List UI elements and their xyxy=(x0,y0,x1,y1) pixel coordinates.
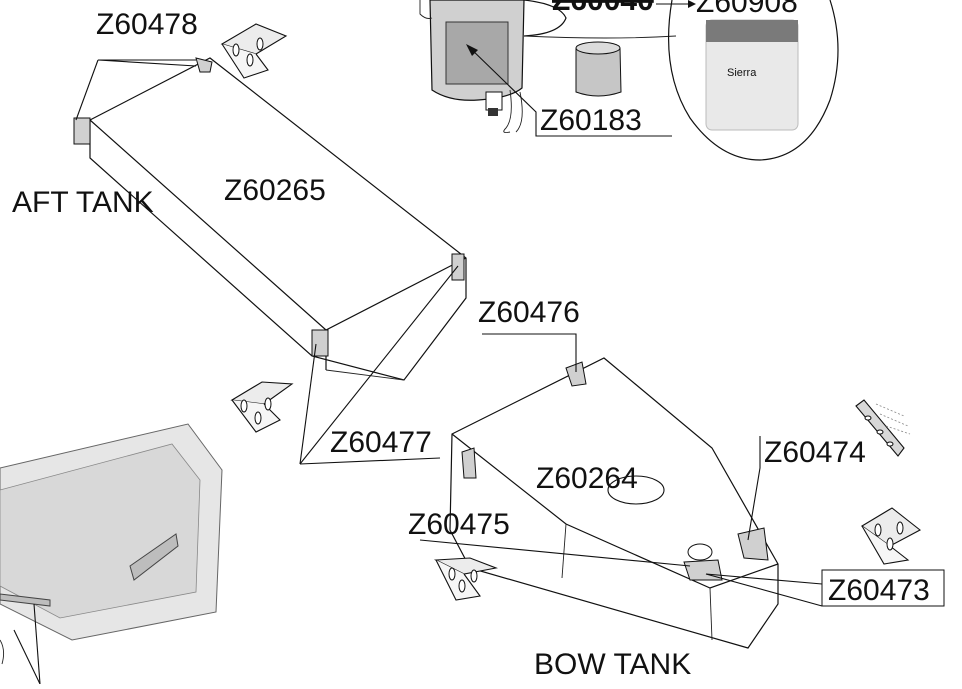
leader-lines xyxy=(75,59,945,607)
bow-tank xyxy=(449,357,779,649)
label-bow-tank-part: Z60264 xyxy=(536,462,638,495)
filter-brand-text: Sierra xyxy=(727,67,757,79)
label-aft-bracket: Z60478 xyxy=(96,8,198,41)
label-filter-new: Z60908 xyxy=(696,0,798,19)
label-aft-tank: AFT TANK xyxy=(12,186,154,219)
label-filter-old: Z60040 xyxy=(552,0,654,17)
aft-tank xyxy=(73,57,467,381)
label-filter-element: Z60183 xyxy=(540,104,642,137)
label-bow-bracket-right: Z60473 xyxy=(828,574,930,607)
bracket-icon-mid xyxy=(230,381,294,433)
bracket-icon-right xyxy=(860,507,922,565)
label-bow-bracket-front: Z60475 xyxy=(408,508,510,541)
label-aft-tank-part: Z60265 xyxy=(224,174,326,207)
bracket-icon-front xyxy=(433,557,499,601)
hull-section xyxy=(0,423,223,685)
labels: Z60478 AFT TANK Z60265 Z60183 Z60040 Z60… xyxy=(12,0,930,681)
strap-bracket-icon xyxy=(855,399,911,457)
bracket-icon-aft xyxy=(220,23,288,79)
label-bow-tank: BOW TANK xyxy=(534,648,691,681)
label-bow-bracket-top: Z60476 xyxy=(478,296,580,329)
fuel-filter-assembly: Sierra xyxy=(419,0,839,161)
label-mid-bracket: Z60477 xyxy=(330,426,432,459)
label-bow-bracket-side: Z60474 xyxy=(764,436,866,469)
